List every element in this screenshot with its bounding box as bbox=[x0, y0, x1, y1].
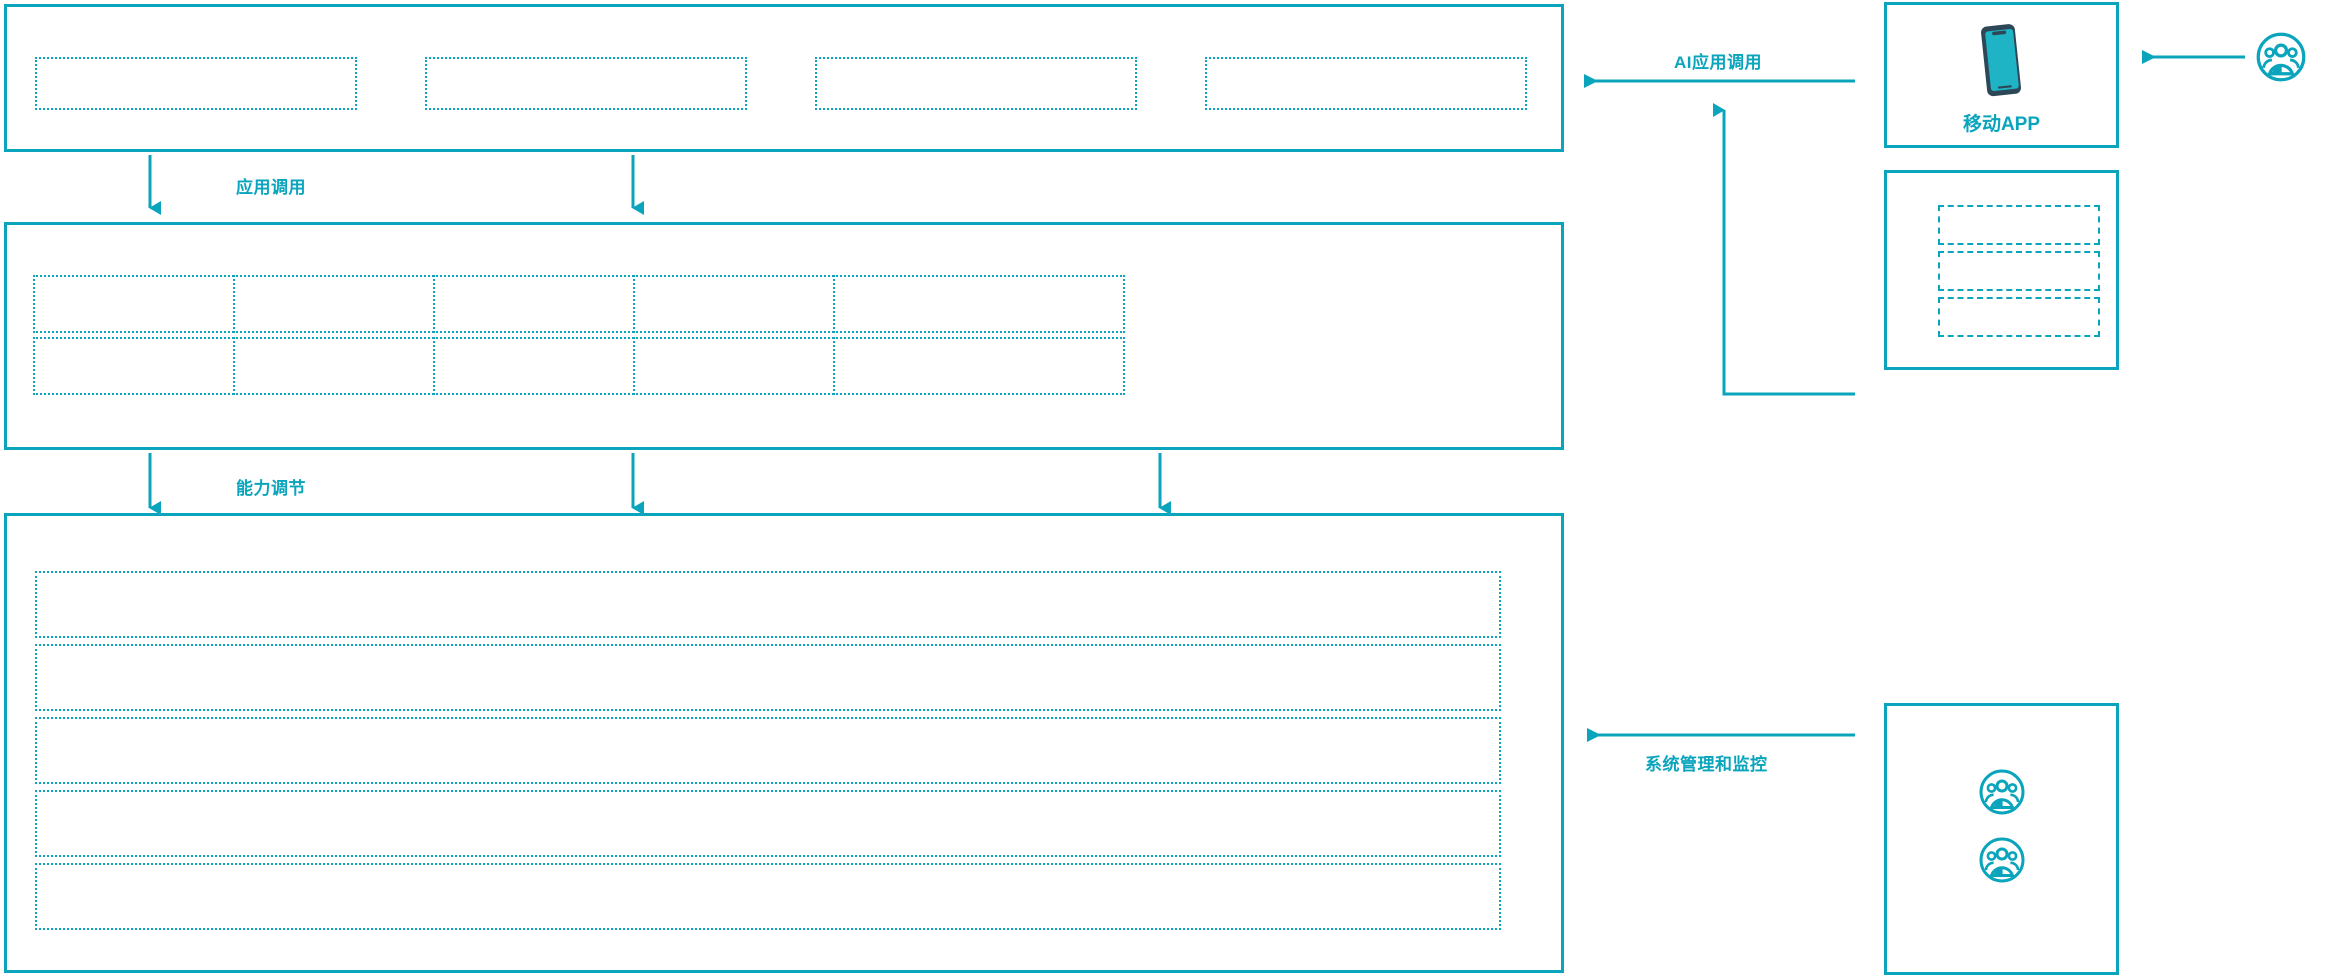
app-box-1[interactable] bbox=[35, 57, 357, 110]
capability-layer-panel bbox=[4, 222, 1564, 450]
infra-row-3[interactable] bbox=[35, 717, 1501, 784]
app-box-3[interactable] bbox=[815, 57, 1137, 110]
operations-card[interactable] bbox=[1884, 703, 2119, 975]
mobile-app-card[interactable]: 移动APP bbox=[1884, 2, 2119, 148]
mobile-app-caption: 移动APP bbox=[1962, 114, 2041, 135]
infra-row-1[interactable] bbox=[35, 571, 1501, 638]
operator-icon-2 bbox=[1978, 836, 2026, 884]
cap-cell-5-2[interactable] bbox=[833, 337, 1125, 395]
operator-icon-1 bbox=[1978, 768, 2026, 816]
app-call-arrows bbox=[148, 155, 644, 215]
channel-box-3[interactable] bbox=[1938, 297, 2100, 337]
infra-row-2[interactable] bbox=[35, 644, 1501, 711]
ability-adjust-label: 能力调节 bbox=[236, 479, 306, 498]
ai-app-call-label: AI应用调用 bbox=[1674, 53, 1762, 72]
end-user-actor-icon bbox=[2255, 31, 2307, 83]
channel-box-1[interactable] bbox=[1938, 205, 2100, 245]
app-box-4[interactable] bbox=[1205, 57, 1527, 110]
infra-row-5[interactable] bbox=[35, 863, 1501, 930]
application-layer-panel bbox=[4, 4, 1564, 152]
cap-cell-5-1[interactable] bbox=[833, 275, 1125, 333]
channel-box-2[interactable] bbox=[1938, 251, 2100, 291]
ai-app-call-arrow bbox=[1584, 74, 1855, 396]
channel-card[interactable] bbox=[1884, 170, 2119, 370]
app-call-label: 应用调用 bbox=[236, 178, 306, 197]
infra-row-4[interactable] bbox=[35, 790, 1501, 857]
app-box-2[interactable] bbox=[425, 57, 747, 110]
infrastructure-layer-panel bbox=[4, 513, 1564, 973]
sys-monitor-label: 系统管理和监控 bbox=[1645, 755, 1768, 774]
smartphone-icon bbox=[1972, 21, 2032, 99]
